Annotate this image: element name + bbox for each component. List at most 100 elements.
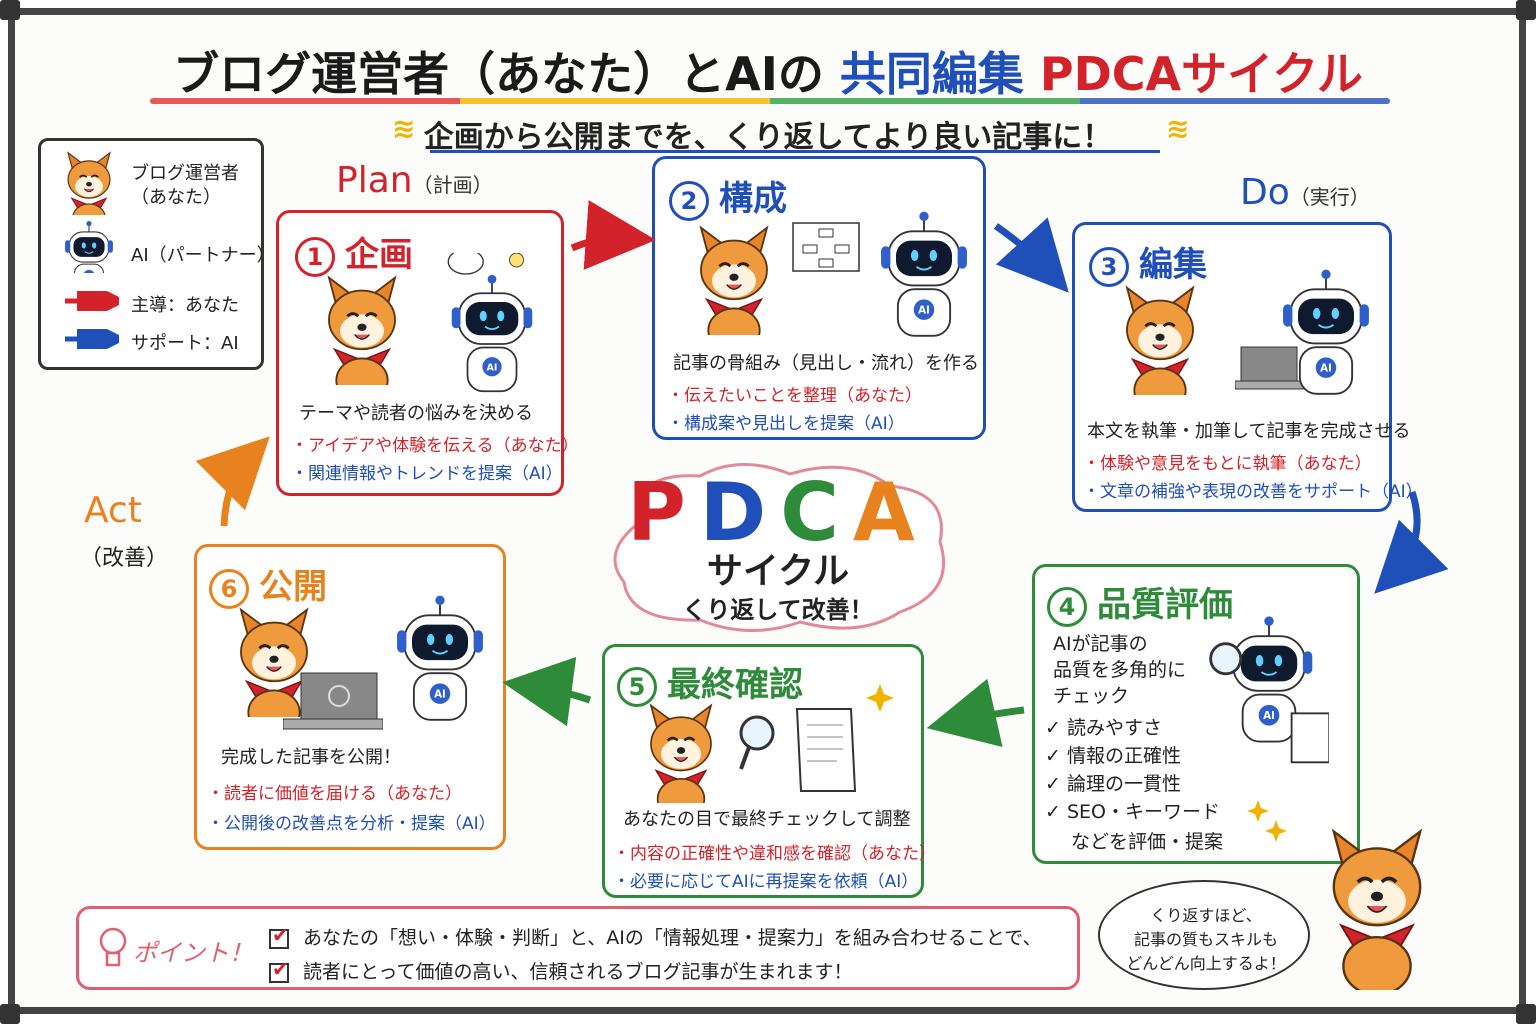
pdca-cycle-label: サイクル <box>706 551 850 592</box>
board-corner <box>0 0 20 20</box>
step-desc: 記事の骨組み（見出し・流れ）を作る <box>673 353 979 374</box>
step-desc: 完成した記事を公開！ <box>221 747 401 768</box>
step-desc: あなたの目で最終チェックして調整 <box>623 809 911 830</box>
legend-owner-line1: ブログ運営者 <box>131 163 239 184</box>
globe-icon <box>328 685 350 707</box>
check-item: ✓ SEO・キーワード <box>1045 801 1220 823</box>
board-corner <box>1516 0 1536 20</box>
flowchart-icon <box>792 222 860 272</box>
step-you: ・体験や意見をもとに執筆（あなた） <box>1083 454 1372 474</box>
arrow-final-to-publish <box>502 656 592 727</box>
check-item: ✓ 情報の正確性 <box>1045 745 1181 767</box>
checkbox-icon <box>269 957 289 983</box>
phase-act-label: Act <box>84 490 142 531</box>
step-desc-1: AIが記事の <box>1053 633 1148 655</box>
arrow-structure-to-edit <box>993 217 1069 293</box>
point-line-1-text: あなたの「想い・体験・判断」と、AIの「情報処理・提案力」を組み合わせることで、 <box>303 927 1042 949</box>
laptop-icon <box>1235 346 1304 390</box>
phase-do-sub: （実行） <box>1289 185 1370 209</box>
phase-plan-label: Plan <box>336 160 413 201</box>
step-number: 2 <box>669 180 709 221</box>
step-number: 4 <box>1047 586 1087 627</box>
bubble-line-2: 記事の質もスキルも <box>1133 930 1278 949</box>
robot-icon <box>1209 615 1329 764</box>
legend: ブログ運営者 （あなた） AI（パートナー） 主導：あなた サポート：AI <box>38 138 275 370</box>
pdca-letter-p: P <box>627 466 700 559</box>
sparkle-icon: ≋ <box>392 112 416 145</box>
robot-icon <box>447 253 534 393</box>
step-title-text: 企画 <box>345 235 413 275</box>
arrow-plan-to-structure <box>570 200 656 270</box>
arrow-publish-to-plan <box>195 436 270 527</box>
checkbox-icon <box>269 923 289 949</box>
title-underline <box>150 98 1390 104</box>
step-title-text: 公開 <box>259 567 327 607</box>
step-desc-3: チェック <box>1053 685 1130 707</box>
step-you: ・読者に価値を届ける（あなた） <box>207 784 462 804</box>
step-ai: ・構成案や見出しを提案（AI） <box>667 414 905 434</box>
title-part-2: 共同編集 <box>839 47 1024 101</box>
step-you: ・伝えたいことを整理（あなた） <box>667 386 922 406</box>
pdca-cloud <box>613 463 945 633</box>
subtitle: 企画から公開までを、くり返してより良い記事に！ <box>423 120 1113 155</box>
step-ai: ・関連情報やトレンドを提案（AI） <box>291 464 563 484</box>
shiba-dog-icon <box>1332 829 1422 990</box>
arrow-quality-to-final <box>926 678 1025 748</box>
phase-do-label: Do <box>1240 172 1290 213</box>
step-ai: ・文章の補強や表現の改善をサポート（AI） <box>1083 482 1423 502</box>
subtitle-underline <box>430 150 1160 153</box>
bubble-line-1: くり返すほど、 <box>1150 906 1262 925</box>
step-you: ・アイデアや体験を伝える（あなた） <box>291 436 579 456</box>
legend-owner-line2: （あなた） <box>131 187 221 208</box>
point-line-2: 読者にとって価値の高い、信頼されるブログ記事が生まれます！ <box>269 957 852 984</box>
step-title-text: 最終確認 <box>667 665 803 705</box>
title-part-1: ブログ運営者（あなた）とAIの <box>173 47 824 101</box>
speech-bubble: くり返すほど、 記事の質もスキルも どんどん向上するよ！ <box>1098 880 1310 990</box>
step-desc-2: 品質を多角的に <box>1053 659 1187 681</box>
pdca-cycle-sub: くり返して改善！ <box>682 596 874 624</box>
page-title: ブログ運営者（あなた）とAIの 共同編集 PDCAサイクル <box>0 38 1536 104</box>
magnifier-icon <box>739 715 775 770</box>
blue-arrow-icon <box>65 329 119 349</box>
pdca-letter-c: C <box>780 466 853 559</box>
phase-plan: Plan（計画） <box>336 160 493 201</box>
lightbulb-icon <box>99 927 127 967</box>
pdca-letter-d: D <box>699 466 781 559</box>
legend-ai: AI（パートナー） <box>131 245 275 266</box>
phase-plan-sub: （計画） <box>412 173 493 197</box>
point-line-1: あなたの「想い・体験・判断」と、AIの「情報処理・提案力」を組み合わせることで、 <box>269 923 1042 950</box>
bubble-line-3: どんどん向上するよ！ <box>1126 954 1286 973</box>
point-box: ポイント！ あなたの「想い・体験・判断」と、AIの「情報処理・提案力」を組み合わ… <box>76 906 1080 990</box>
legend-support: サポート：AI <box>131 333 239 354</box>
check-tail: などを評価・提案 <box>1071 831 1224 853</box>
step-desc: 本文を執筆・加筆して記事を完成させる <box>1087 421 1411 442</box>
board-corner <box>0 1004 20 1024</box>
legend-lead: 主導：あなた <box>131 295 239 316</box>
phase-do: Do（実行） <box>1240 172 1370 213</box>
step-ai: ・公開後の改善点を分析・提案（AI） <box>207 814 496 834</box>
step-title-text: 構成 <box>719 179 787 219</box>
board-corner <box>1516 1004 1536 1024</box>
laptop-icon <box>283 672 383 730</box>
sparkle-icon: ≋ <box>1166 112 1190 145</box>
pdca-letters: PDCA <box>600 466 956 559</box>
step-number: 3 <box>1089 246 1129 287</box>
check-item: ✓ 読みやすさ <box>1045 717 1162 739</box>
step-number: 5 <box>617 666 657 707</box>
title-part-3: PDCAサイクル <box>1039 47 1363 101</box>
pdca-letter-a: A <box>852 466 929 559</box>
step-you: ・内容の正確性や違和感を確認（あなた） <box>613 844 936 864</box>
step-number: 1 <box>295 236 335 277</box>
phase-act-sub: （改善） <box>80 546 169 571</box>
